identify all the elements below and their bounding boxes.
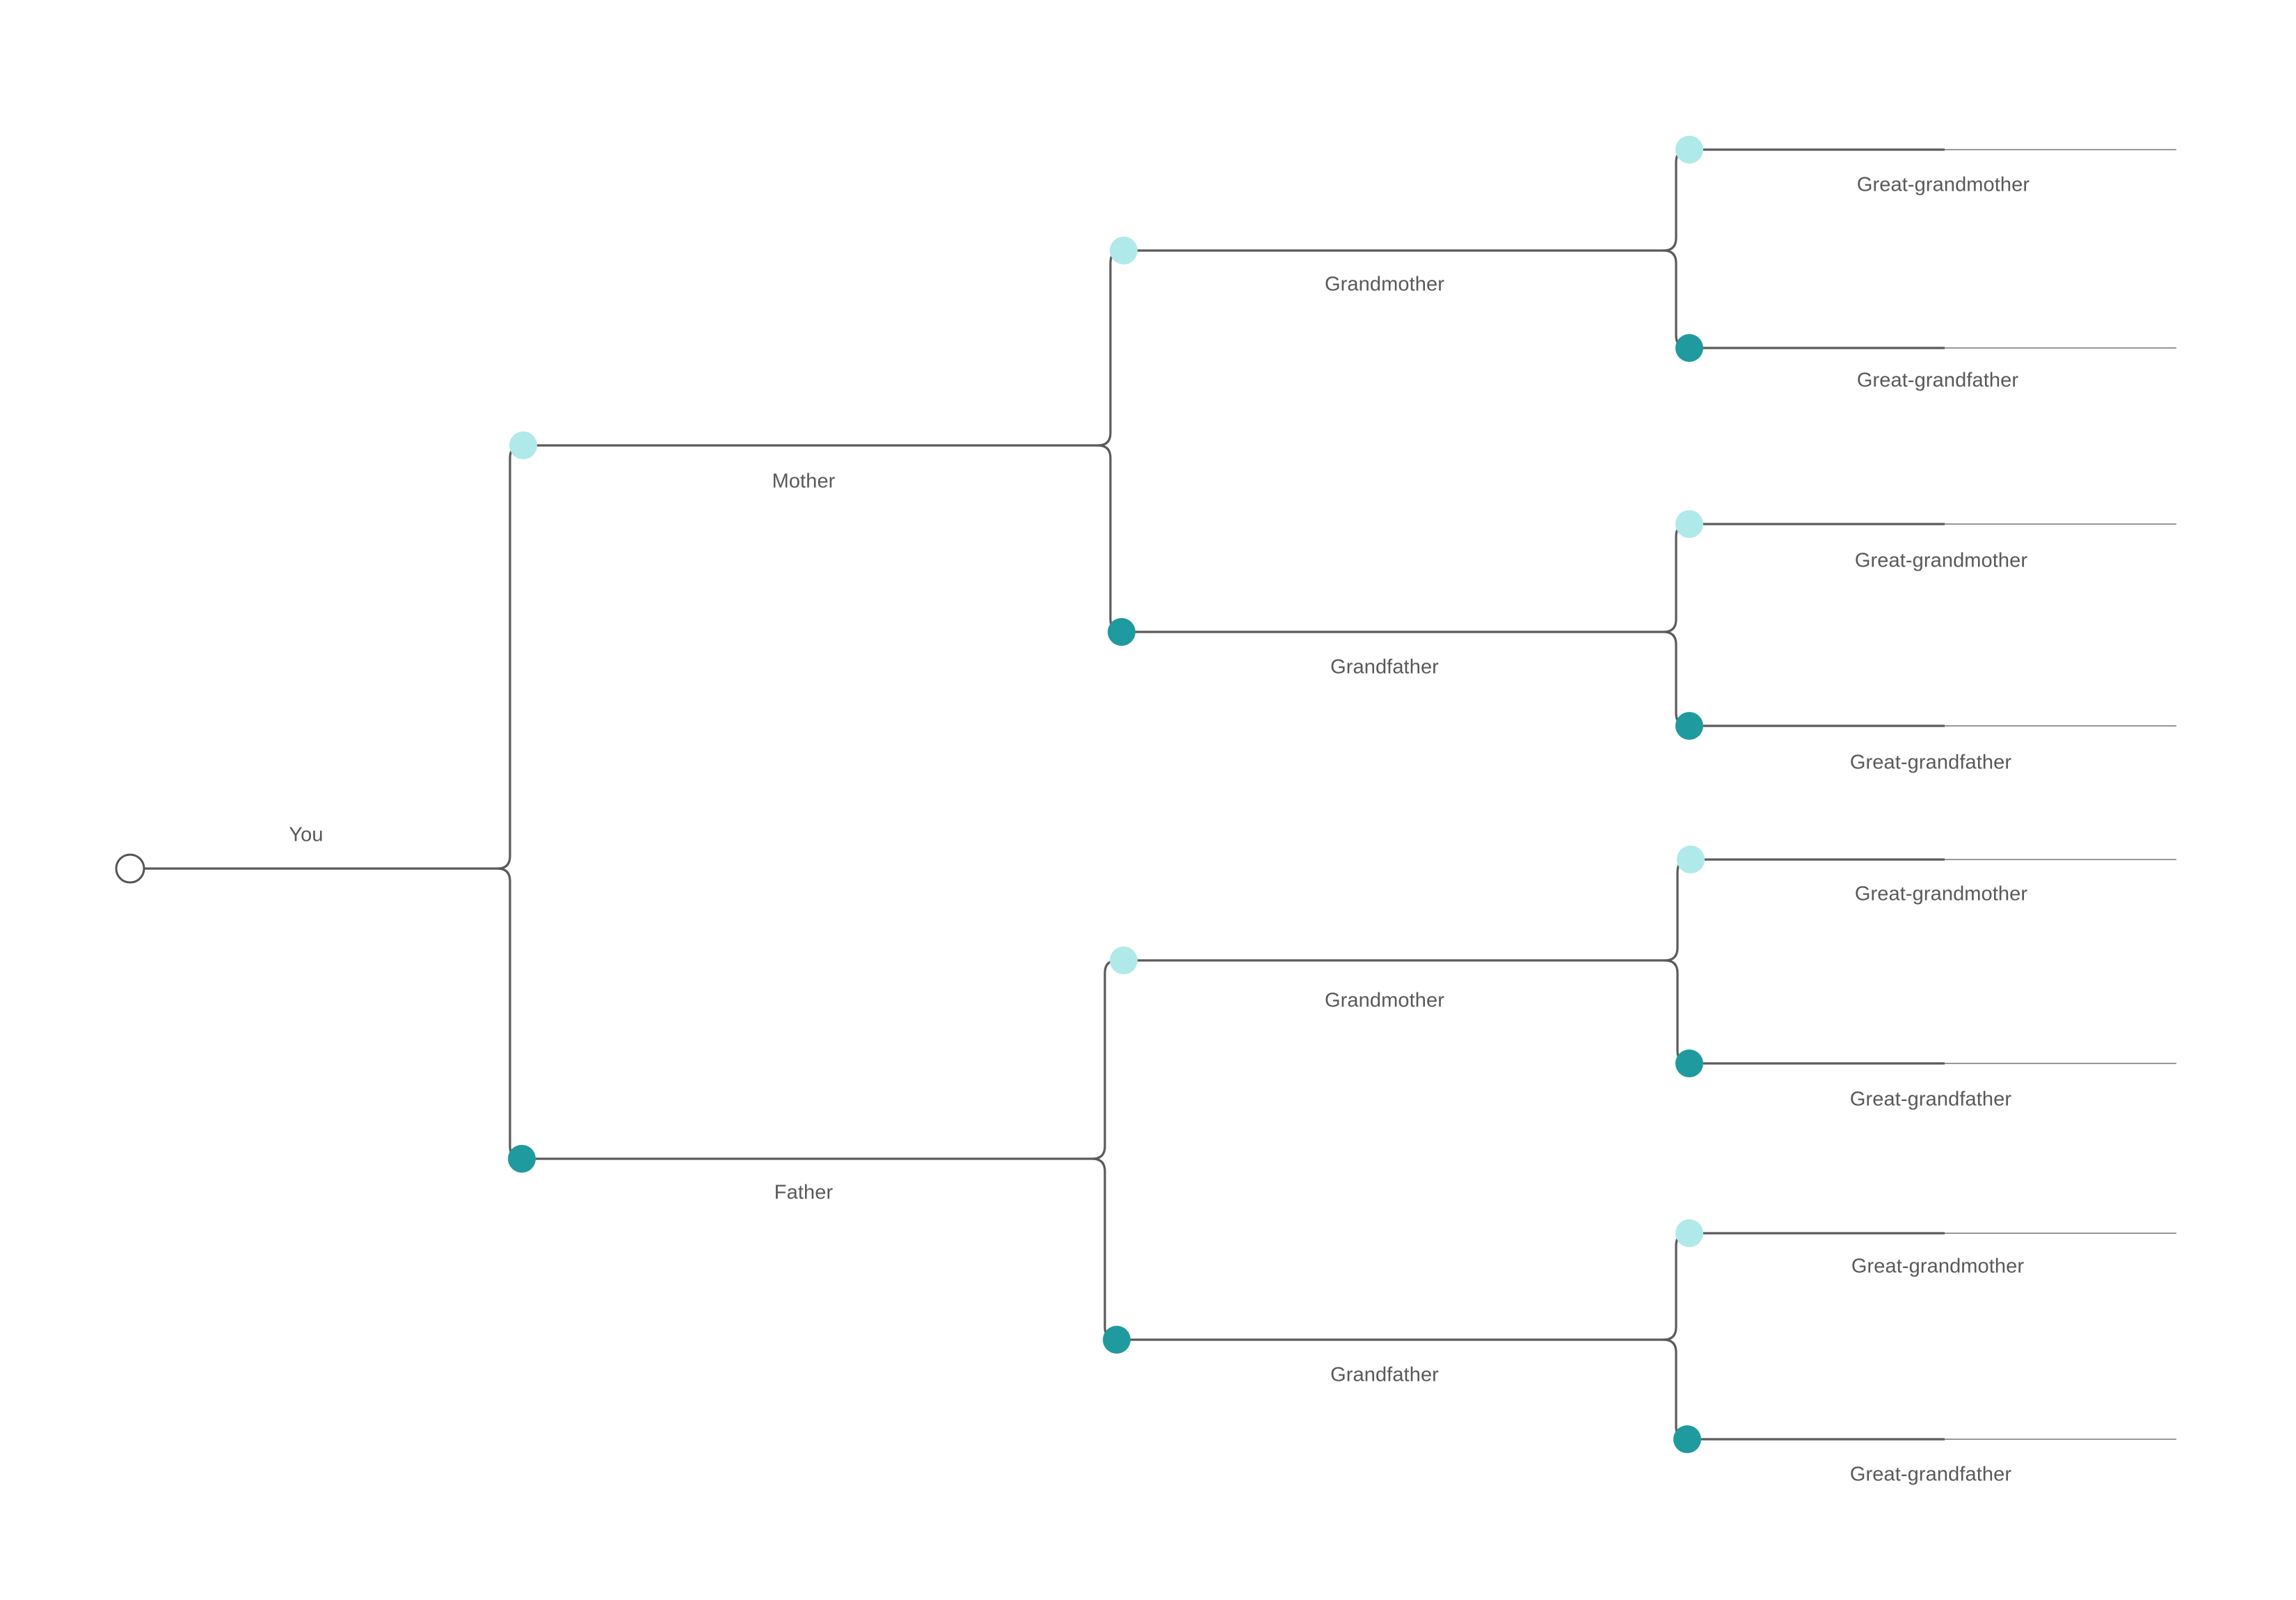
label-ggm-4: Great-grandmother — [1851, 1255, 2025, 1278]
node-gf-f[interactable] — [1103, 1326, 1131, 1354]
node-ggf-1[interactable] — [1675, 334, 1703, 362]
tree-link-m-gm — [1097, 249, 1124, 447]
node-mother[interactable] — [509, 431, 537, 459]
tree-link-gfm-b — [1662, 631, 1690, 727]
node-ggm-1[interactable] — [1675, 136, 1703, 164]
label-father: Father — [774, 1181, 834, 1204]
tree-link-gff-b — [1662, 1338, 1690, 1441]
label-ggm-3: Great-grandmother — [1854, 882, 2028, 905]
node-gf-m[interactable] — [1108, 618, 1135, 646]
node-ggf-3[interactable] — [1675, 1049, 1703, 1077]
tree-link-you-mother — [496, 444, 524, 870]
tree-link-f-gm — [1091, 959, 1119, 1160]
node-you[interactable] — [115, 853, 145, 884]
node-gm-f[interactable] — [1110, 946, 1138, 974]
node-ggm-4[interactable] — [1675, 1219, 1703, 1247]
edge-group — [143, 148, 1691, 1441]
label-ggf-4: Great-grandfather — [1849, 1463, 2012, 1486]
leaf-tail-group — [1701, 148, 2176, 1441]
node-group — [115, 136, 1705, 1453]
tree-link-gmf-b — [1664, 959, 1691, 1065]
node-ggf-4[interactable] — [1673, 1425, 1701, 1453]
label-gm-m: Grandmother — [1325, 273, 1444, 296]
node-father[interactable] — [508, 1145, 536, 1173]
tree-link-gff-a — [1662, 1232, 1690, 1341]
tree-link-m-gf — [1097, 444, 1124, 633]
label-ggf-3: Great-grandfather — [1849, 1088, 2012, 1111]
tree-link-f-gf — [1091, 1157, 1119, 1341]
label-ggf-2: Great-grandfather — [1849, 751, 2012, 774]
label-gf-m: Grandfather — [1330, 656, 1439, 679]
label-ggf-1: Great-grandfather — [1856, 369, 2019, 392]
tree-link-gfm-a — [1662, 523, 1690, 633]
label-ggm-1: Great-grandmother — [1856, 173, 2030, 196]
tree-link-you-father — [496, 867, 524, 1160]
label-gf-f: Grandfather — [1330, 1363, 1439, 1386]
label-ggm-2: Great-grandmother — [1854, 549, 2028, 572]
node-ggm-2[interactable] — [1675, 510, 1703, 538]
node-gm-m[interactable] — [1110, 237, 1138, 264]
label-gm-f: Grandmother — [1325, 989, 1444, 1012]
label-mother: Mother — [772, 470, 836, 493]
label-you: You — [289, 823, 324, 846]
tree-link-gmm-b — [1662, 249, 1690, 349]
node-ggm-3[interactable] — [1677, 846, 1705, 873]
tree-link-gmm-a — [1662, 148, 1690, 252]
tree-link-gmf-a — [1664, 858, 1691, 962]
node-ggf-2[interactable] — [1675, 712, 1703, 740]
